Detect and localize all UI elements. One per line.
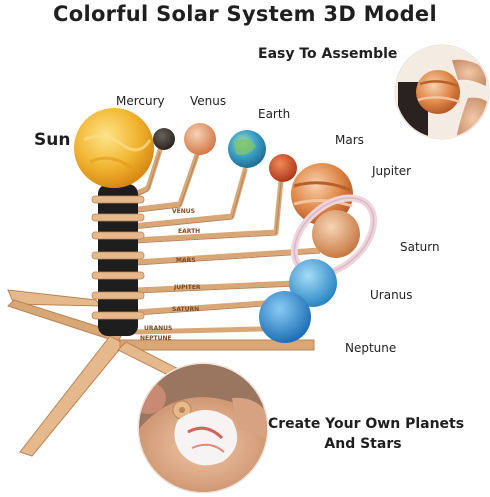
page-title: Colorful Solar System 3D Model xyxy=(53,2,437,26)
feature-create-planets: Create Your Own Planets And Stars xyxy=(268,414,465,454)
mars-sphere xyxy=(269,154,297,182)
label-venus: Venus xyxy=(190,94,227,108)
arm-engraving-venus: VENUS xyxy=(172,208,195,215)
sun-sphere xyxy=(74,108,154,188)
feature-create-line-1: Create Your Own Planets xyxy=(268,416,465,432)
venus-sphere xyxy=(184,123,216,155)
label-earth: Earth xyxy=(258,107,291,121)
label-neptune: Neptune xyxy=(345,341,397,355)
label-sun: Sun xyxy=(34,130,71,150)
arm-engraving-mars: MARS xyxy=(176,257,196,264)
feature-create-line-2: And Stars xyxy=(324,436,402,452)
label-mercury: Mercury xyxy=(116,94,165,108)
mercury-sphere xyxy=(153,128,175,150)
label-jupiter: Jupiter xyxy=(372,164,412,178)
arm-engraving-earth: EARTH xyxy=(178,228,200,235)
arm-engraving-jupiter: JUPITER xyxy=(173,284,201,291)
label-mars: Mars xyxy=(335,133,364,147)
label-uranus: Uranus xyxy=(370,288,413,302)
uranus-sphere xyxy=(289,259,337,307)
label-saturn: Saturn xyxy=(400,240,440,254)
jupiter-sphere xyxy=(291,163,353,225)
arm-engraving-uranus: URANUS xyxy=(144,325,172,332)
foam-column xyxy=(91,184,145,336)
feature-easy-to-assemble: Easy To Assemble xyxy=(258,46,398,62)
arm-engraving-neptune: NEPTUNE xyxy=(140,335,172,342)
assembly-inset-photo xyxy=(394,44,490,140)
arm-engraving-saturn: SATURN xyxy=(172,306,199,313)
create-planets-inset-photo xyxy=(137,362,269,494)
neptune-sphere xyxy=(259,291,311,343)
